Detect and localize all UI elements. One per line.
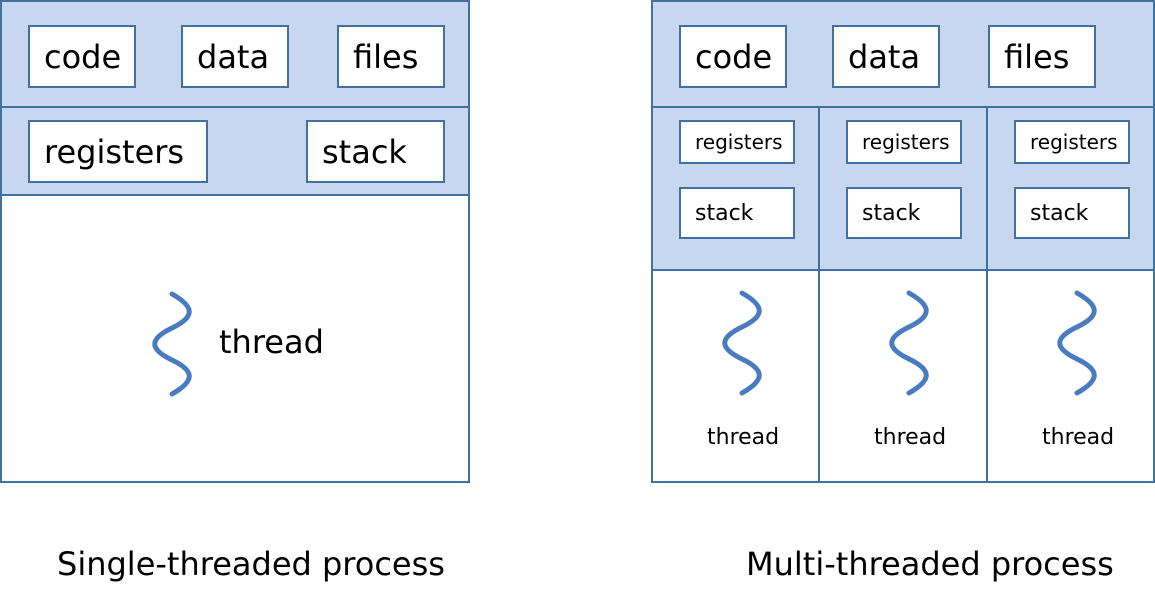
single-threaded-process: code data files registers stack thread [0, 0, 470, 483]
data-box: data [181, 25, 289, 88]
stack-label: stack [695, 200, 754, 226]
registers-box: registers [679, 120, 795, 164]
single-thread-area [0, 194, 470, 483]
files-label: files [1004, 37, 1070, 76]
thread-label: thread [219, 323, 324, 361]
multi-caption: Multi-threaded process [746, 545, 1114, 583]
files-box: files [337, 25, 445, 88]
stack-label: stack [322, 132, 407, 171]
single-caption: Single-threaded process [57, 545, 445, 583]
thread-wave-icon [722, 290, 762, 396]
code-label: code [695, 37, 773, 76]
column-divider [818, 106, 820, 483]
column-divider [986, 106, 988, 483]
stack-box: stack [846, 187, 962, 239]
stack-box: stack [306, 120, 445, 183]
thread-label: thread [1042, 425, 1115, 450]
code-box: code [679, 25, 787, 88]
registers-label: registers [695, 130, 783, 154]
registers-label: registers [862, 130, 950, 154]
thread-wave-icon [1057, 290, 1097, 396]
stack-box: stack [679, 187, 795, 239]
registers-box: registers [1014, 120, 1130, 164]
files-box: files [988, 25, 1096, 88]
thread-label: thread [707, 425, 780, 450]
stack-label: stack [1030, 200, 1089, 226]
registers-box: registers [846, 120, 962, 164]
registers-label: registers [44, 132, 185, 171]
data-label: data [197, 37, 270, 76]
code-label: code [44, 37, 122, 76]
stack-box: stack [1014, 187, 1130, 239]
data-box: data [832, 25, 940, 88]
stack-label: stack [862, 200, 921, 226]
thread-label: thread [874, 425, 947, 450]
thread-wave-icon [889, 290, 929, 396]
registers-box: registers [28, 120, 208, 183]
code-box: code [28, 25, 136, 88]
multi-thread-area [651, 269, 1155, 483]
data-label: data [848, 37, 921, 76]
files-label: files [353, 37, 419, 76]
registers-label: registers [1030, 130, 1118, 154]
thread-wave-icon [152, 291, 192, 397]
multi-threaded-process: code data files registers stack thread r… [651, 0, 1155, 483]
